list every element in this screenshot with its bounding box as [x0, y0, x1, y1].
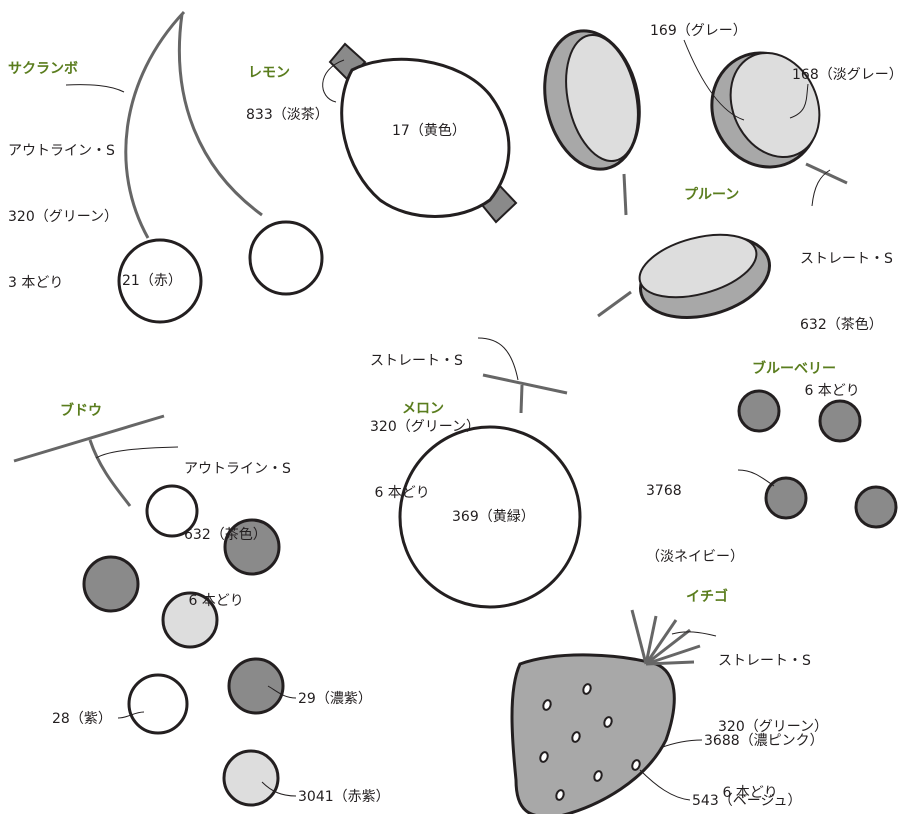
grape-1	[145, 484, 199, 538]
cherry-right	[248, 220, 324, 296]
cherry-fruit-label: 21（赤）	[122, 273, 182, 289]
cherry-stem-note: アウトライン・S 320（グリーン） 3 本どり	[8, 96, 118, 316]
grape-stem-note-line-3: 6 本どり	[184, 593, 244, 609]
grape-4	[161, 591, 219, 649]
plum-stem-note: ストレート・S 632（茶色） 6 本どり	[800, 204, 893, 424]
grape-label-leader-dark	[267, 685, 297, 699]
grape-stem	[88, 439, 132, 507]
plum-dark-leader	[683, 39, 745, 121]
plum-stem-note-line-2: 632（茶色）	[800, 317, 883, 333]
blueberry-title: ブルーベリー	[752, 361, 836, 377]
blueberry-label-line-2: （淡ネイビー）	[646, 549, 744, 565]
grape-5	[127, 673, 189, 735]
blueberry-label: 3768 （淡ネイビー）	[646, 436, 744, 590]
lemon-tip-label: 833（淡茶）	[246, 107, 329, 123]
melon-illustration	[398, 337, 582, 609]
blueberry-1	[737, 389, 781, 433]
strawberry-illustration	[510, 609, 717, 814]
melon-title: メロン	[402, 401, 444, 417]
plum-light-leader	[789, 83, 809, 119]
cherry-illustration	[65, 10, 324, 324]
grape-2	[223, 518, 281, 576]
plum-bottom-stem	[597, 290, 632, 318]
grape-7	[222, 749, 280, 807]
strawberry-seed-leader	[639, 769, 691, 801]
blueberry-leader	[737, 469, 775, 487]
lemon-title: レモン	[248, 65, 290, 81]
grape-stem-note: アウトライン・S 632（茶色） 6 本どり	[184, 414, 291, 634]
cherry-title: サクランボ	[8, 61, 78, 77]
strawberry-title: イチゴ	[686, 589, 728, 605]
strawberry-seed-label: 543（ベージュ）	[692, 793, 802, 809]
lemon-illustration	[322, 42, 518, 224]
cherry-left	[117, 238, 203, 324]
blueberry-illustration	[737, 389, 898, 529]
melon-stem-note-line-2: 320（グリーン）	[370, 419, 481, 435]
melon-stem-leader	[477, 337, 519, 381]
plum-illustration	[543, 29, 848, 319]
grape-title: ブドウ	[60, 403, 102, 419]
strawberry-body-label: 3688（濃ピンク）	[704, 733, 824, 749]
cherry-stem-leader	[65, 84, 125, 93]
grape-label-leader-light	[261, 781, 297, 797]
strawberry-stem-leader	[671, 631, 717, 637]
plum-right-light	[729, 51, 821, 159]
lemon-tip-leader	[322, 59, 345, 103]
plum-title: プルーン	[684, 187, 740, 203]
strawberry-stem-note-line-1: ストレート・S	[718, 653, 811, 669]
strawberry-body	[510, 653, 676, 814]
melon-stem	[519, 384, 524, 414]
strawberry-calyx	[630, 609, 701, 666]
melon-stem-note-line-1: ストレート・S	[370, 353, 463, 369]
plum-right-stem	[805, 162, 848, 185]
melon-stem-note-line-3: 6 本どり	[370, 485, 430, 501]
blueberry-4	[854, 485, 898, 529]
grape-3	[82, 555, 140, 613]
grape-stem-leader	[95, 446, 179, 459]
cherry-stem-note-line-1: アウトライン・S	[8, 143, 115, 159]
plum-left-light	[565, 34, 639, 162]
grape-illustration	[13, 414, 297, 807]
grape-label-white: 28（紫）	[52, 711, 112, 727]
cherry-stem-right	[177, 13, 263, 217]
strawberry-seeds	[539, 683, 641, 801]
strawberry-stem-note: ストレート・S 320（グリーン） 6 本どり	[718, 606, 828, 826]
strawberry-body-leader	[659, 739, 703, 749]
grape-branch	[13, 414, 165, 463]
grape-6	[227, 657, 285, 715]
blueberry-2	[818, 399, 862, 443]
melon-body-label: 369（黄緑）	[452, 509, 535, 525]
grape-stem-note-line-2: 632（茶色）	[184, 527, 267, 543]
grape-stem-note-line-1: アウトライン・S	[184, 461, 291, 477]
strawberry-stem-note-line-2: 320（グリーン）	[718, 719, 829, 735]
melon-body	[398, 425, 582, 609]
plum-bottom-light	[638, 233, 758, 299]
blueberry-3	[764, 476, 808, 520]
grape-label-dark: 29（濃紫）	[298, 691, 372, 707]
plum-dark-label: 169（グレー）	[650, 23, 747, 39]
plum-left-stem	[622, 173, 628, 216]
strawberry-stem-note-line-3: 6 本どり	[718, 785, 778, 801]
grape-label-light: 3041（赤紫）	[298, 789, 390, 805]
blueberry-label-line-1: 3768	[646, 483, 682, 499]
plum-stem-note-line-3: 6 本どり	[800, 383, 860, 399]
grape-label-leader-white	[117, 711, 145, 719]
cherry-stem-note-line-2: 320（グリーン）	[8, 209, 119, 225]
lemon-body-label: 17（黄色）	[392, 123, 466, 139]
plum-light-label: 168（淡グレー）	[792, 67, 903, 83]
plum-stem-leader	[811, 169, 831, 207]
melon-stem-bar	[482, 373, 568, 395]
cherry-stem-note-line-3: 3 本どり	[8, 275, 64, 291]
melon-stem-note: ストレート・S 320（グリーン） 6 本どり	[370, 306, 480, 526]
plum-stem-note-line-1: ストレート・S	[800, 251, 893, 267]
cherry-stem-left	[124, 10, 186, 239]
lemon-body	[340, 57, 511, 218]
